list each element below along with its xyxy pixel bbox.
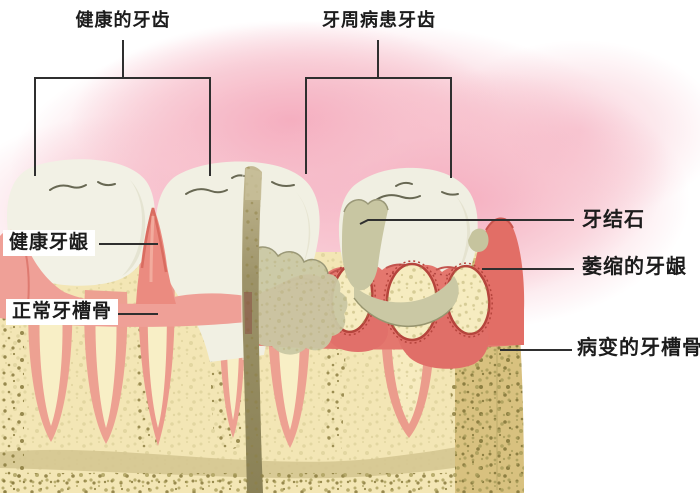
dental-calculus bbox=[249, 199, 489, 355]
bracket-diseased bbox=[305, 77, 452, 178]
calculus-pointer-line bbox=[359, 219, 574, 225]
bracket-healthy bbox=[34, 77, 211, 176]
title-diseased-teeth: 牙周病患牙齿 bbox=[322, 10, 436, 31]
label-diseased-alveolar-bone: 病变的牙槽骨 bbox=[577, 335, 700, 359]
title-healthy-teeth: 健康的牙齿 bbox=[75, 10, 171, 31]
label-dental-calculus: 牙结石 bbox=[582, 207, 645, 231]
annotation-lines bbox=[34, 40, 574, 351]
crown-grooves bbox=[49, 174, 459, 201]
label-receding-gum: 萎缩的牙龈 bbox=[582, 254, 687, 278]
label-healthy-gum: 健康牙龈 bbox=[3, 230, 96, 256]
divider-strip bbox=[240, 166, 263, 493]
label-normal-alveolar-bone: 正常牙槽骨 bbox=[6, 299, 119, 325]
